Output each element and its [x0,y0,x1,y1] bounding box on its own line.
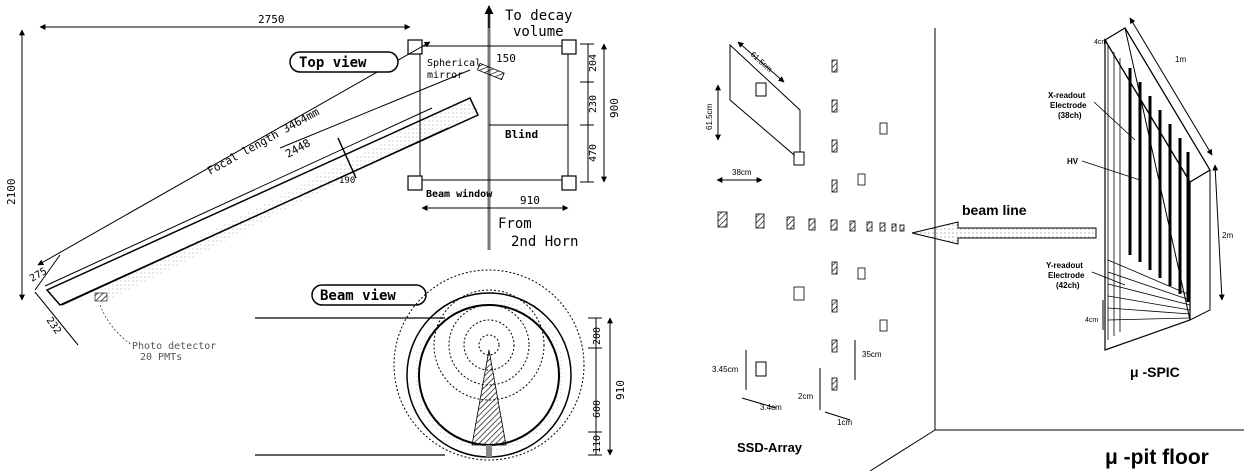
dimension-2cm: 2cm [798,392,813,401]
dimension-910-beam: 910 [614,380,627,400]
ssd-mupic-diagram: 61.5cm 61.5cm 38cm [705,17,1244,471]
svg-text:HV: HV [1067,157,1079,166]
mu-pit-floor-label: μ -pit floor [1105,446,1209,469]
dimension-615-a: 61.5cm [749,50,775,74]
top-view-label: Top view [299,55,367,71]
spherical-mirror [476,62,505,81]
dimension-190: 190 [339,176,355,186]
beam-line-label: beam line [962,202,1027,218]
dimension-275: 275 [28,254,61,291]
hv-label: HV [1067,157,1141,181]
dimension-4cm-top: 4cm [1094,39,1107,46]
dimension-2750: 2750 [39,13,411,30]
svg-text:38cm: 38cm [732,168,752,177]
ssd-sensor-column [831,59,838,391]
svg-text:Y-readout: Y-readout [1046,261,1083,270]
ssd-array-label: SSD-Array [737,440,803,455]
mu-pic-detector [1104,17,1225,351]
dimension-600: 600 [592,400,603,418]
dimension-1m: 1m [1175,55,1186,64]
dimension-4cm-side: 4cm [1085,300,1104,330]
mu-spic-label: μ -SPIC [1130,364,1180,380]
ssd-spacing-detail: 2cm 1cm [798,368,852,427]
x-readout-label: X-readout Electrode (38ch) [1048,91,1136,141]
svg-text:2750: 2750 [258,13,285,26]
svg-text:4cm: 4cm [1085,317,1098,324]
corner-flange [407,175,423,191]
dimension-910-top: 910 [421,194,569,211]
beam-line-arrow: beam line [911,202,1097,245]
beam-view-label-box: Beam view [311,284,427,306]
dimension-35cm: 35cm [854,340,882,380]
dimension-38cm: 38cm [716,168,763,183]
svg-text:Electrode: Electrode [1050,101,1087,110]
svg-text:(42ch): (42ch) [1056,281,1080,290]
dimension-200: 200 [592,327,603,345]
svg-text:275: 275 [28,266,49,285]
svg-text:Electrode: Electrode [1048,271,1085,280]
from-horn-label-1: From [498,216,532,232]
photo-detector [94,292,108,302]
from-horn-label-2: 2nd Horn [511,234,578,250]
spherical-mirror-label-2: mirror [427,70,463,81]
dimension-1cm: 1cm [837,418,852,427]
to-decay-label-1: To decay [505,8,572,24]
right-dimension-stack: 204 230 470 900 [580,43,621,183]
svg-text:(38ch): (38ch) [1058,111,1082,120]
dimension-2m: 2m [1222,231,1233,240]
beam-window-label: Beam window [426,188,493,200]
corner-flange [407,39,423,55]
ssd-size-detail: 3.45cm 3.4cm [712,350,782,412]
dimension-34cm: 3.4cm [760,403,782,412]
svg-text:2448: 2448 [283,136,312,160]
photo-detector-label-1: Photo detector [132,341,216,352]
dimension-2100: 2100 [5,29,25,301]
dimension-110: 110 [592,435,603,453]
svg-text:35cm: 35cm [862,350,882,359]
beam-view-label: Beam view [320,288,396,304]
corner-flange [561,39,577,55]
svg-text:2100: 2100 [5,179,18,206]
dimension-900: 900 [608,98,621,118]
top-view-label-box: Top view [289,51,399,73]
svg-text:232: 232 [44,315,63,336]
dimension-615-b: 61.5cm [705,103,714,130]
ssd-outline-sensors [793,122,888,332]
beam-view-circles [393,269,585,461]
spherical-mirror-label-1: Spherical [427,58,481,69]
dimension-204: 204 [588,54,599,72]
blind-label: Blind [505,128,538,141]
ssd-dimension-frame: 61.5cm 61.5cm [705,41,805,166]
corner-flange [561,175,577,191]
svg-text:X-readout: X-readout [1048,91,1086,100]
dimension-345cm: 3.45cm [712,365,739,374]
to-decay-label-2: volume [513,24,564,40]
photo-detector-label-2: 20 PMTs [140,352,182,363]
dimension-230: 230 [588,95,599,113]
dimension-470: 470 [588,144,599,162]
dimension-150: 150 [496,52,516,65]
radiator-tube [44,97,480,306]
beam-view-dimensions: 200 600 110 910 [588,317,627,456]
y-readout-label: Y-readout Electrode (42ch) [1046,261,1126,290]
cherenkov-detector-diagram: 2750 2100 To decay volume From 2nd Horn [5,5,627,461]
ssd-sensor-row [717,211,905,232]
svg-text:910: 910 [520,194,540,207]
